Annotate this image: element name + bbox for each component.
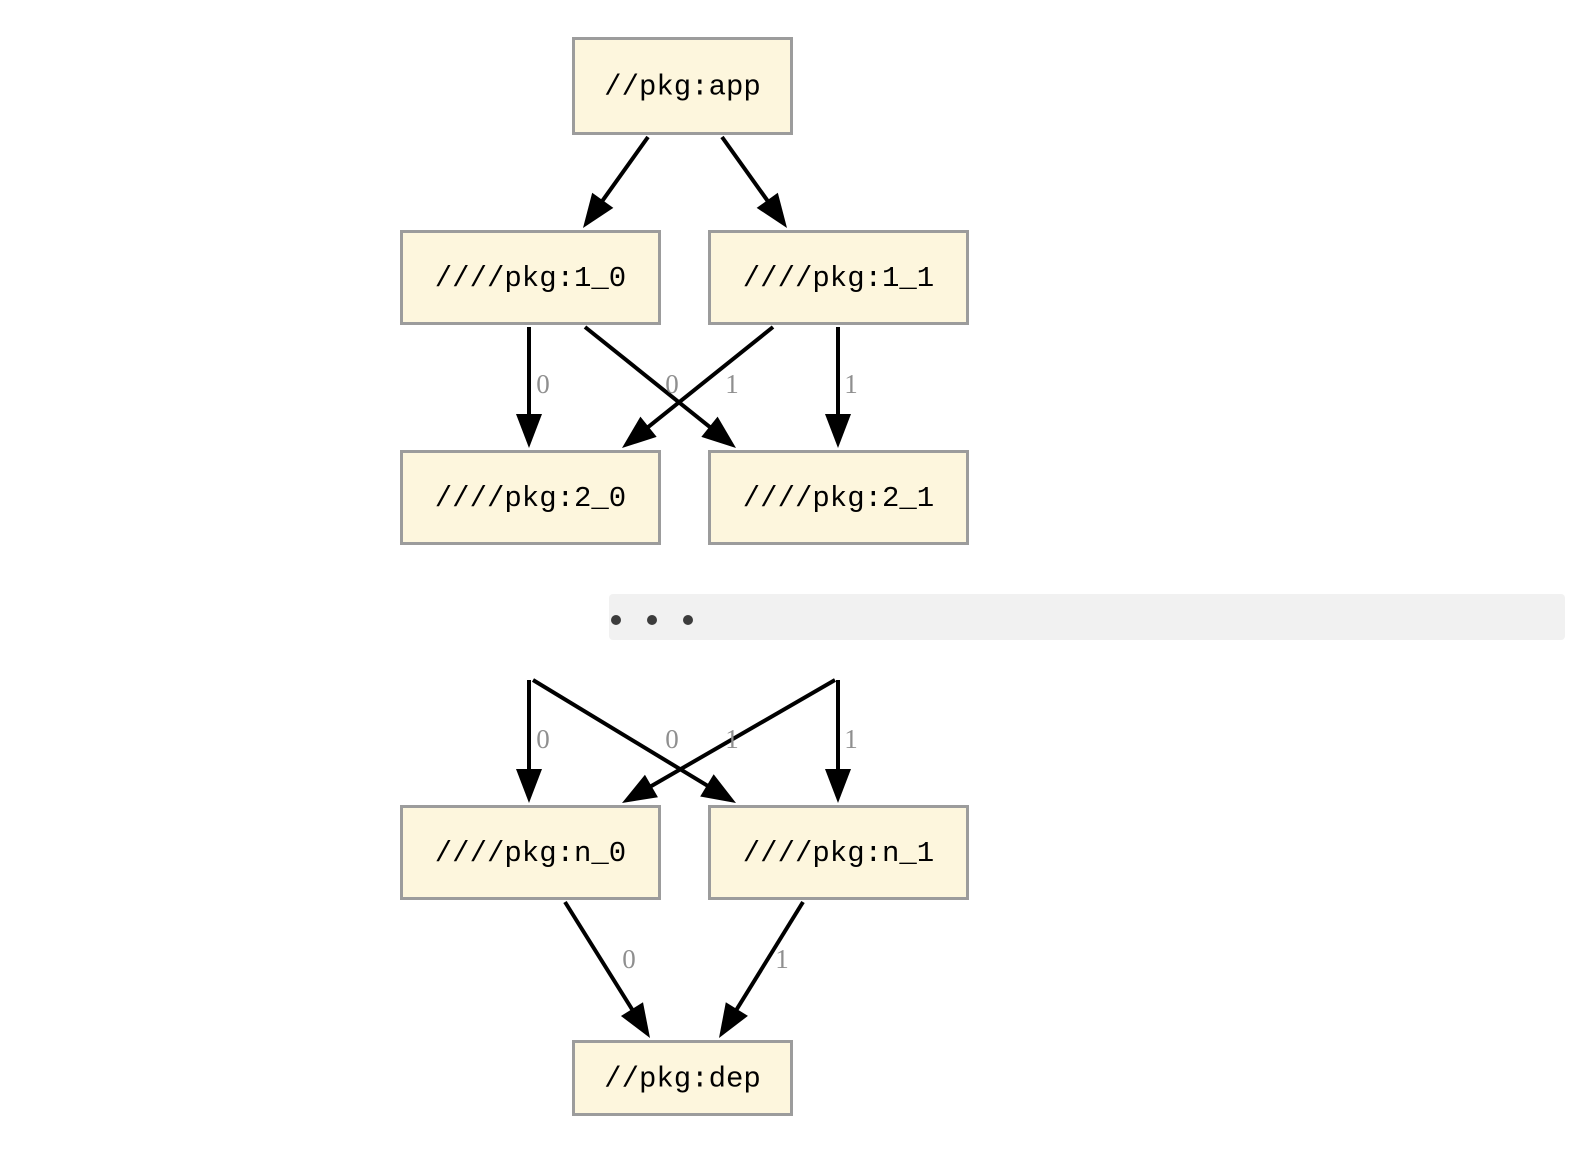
edge-arrowhead [825,769,851,803]
edge-arrowhead [516,769,542,803]
ellipsis-dot [611,615,621,625]
edge-arrowhead [756,192,787,228]
edge-label: 0 [665,724,679,754]
edge-arrowhead [700,774,736,803]
edge-label: 0 [536,724,550,754]
graph-node-dep[interactable]: //pkg:dep [572,1040,793,1116]
edge-arrowhead [701,416,736,448]
edge-label: 1 [844,369,858,399]
node-label: ////pkg:2_1 [743,482,934,515]
graph-node-l1_1[interactable]: ////pkg:1_1 [708,230,969,325]
edge-line [639,325,775,435]
edge-label: 1 [844,724,858,754]
edge-arrowhead [825,414,851,448]
node-box[interactable] [400,230,661,325]
graph-node-app[interactable]: //pkg:app [572,37,793,135]
edge-line [563,900,639,1019]
graph-node-l1_0[interactable]: ////pkg:1_0 [400,230,661,325]
node-label: ////pkg:2_0 [435,482,626,515]
edge-label: 0 [622,944,636,974]
node-box[interactable] [572,37,793,135]
ellipsis-separator-group [609,594,1565,640]
edge-label: 1 [775,944,789,974]
node-label: ////pkg:n_1 [743,837,934,870]
ellipsis-band [609,594,1565,640]
edge-line [720,135,775,210]
edge-arrowhead [620,1002,650,1038]
graph-node-l2_0[interactable]: ////pkg:2_0 [400,450,661,545]
graph-node-l2_1[interactable]: ////pkg:2_1 [708,450,969,545]
node-box[interactable] [400,450,661,545]
edge-line [642,678,837,793]
edge-label: 1 [725,724,739,754]
edge-line [595,135,650,210]
node-box[interactable] [572,1040,793,1116]
edge-arrowhead [622,774,658,803]
edge-arrowhead [622,416,657,448]
ellipsis-dot [683,615,693,625]
node-box[interactable] [708,805,969,900]
edge-label: 0 [536,369,550,399]
edge-arrowhead [583,192,614,228]
node-layer: //pkg:app ////pkg:1_0 ////pkg:1_1 ////pkg:2… [400,37,969,1116]
edge-label: 1 [725,369,739,399]
edge-line [531,678,717,793]
edge-arrowhead [719,1002,748,1038]
node-label: ////pkg:1_1 [743,262,934,295]
ellipsis-dot [647,615,657,625]
node-label: //pkg:app [604,71,761,104]
node-box[interactable] [708,450,969,545]
node-label: ////pkg:n_0 [435,837,626,870]
edge-layer [516,135,851,1038]
node-label: //pkg:dep [604,1063,761,1096]
edge-arrowhead [516,414,542,448]
edge-label: 0 [665,369,679,399]
edge-line [583,325,719,435]
node-box[interactable] [400,805,661,900]
node-label: ////pkg:1_0 [435,262,626,295]
graph-node-ln_1[interactable]: ////pkg:n_1 [708,805,969,900]
edge-label-layer: 0 1 0 1 0 1 0 1 0 1 [536,369,858,974]
node-box[interactable] [708,230,969,325]
graph-node-ln_0[interactable]: ////pkg:n_0 [400,805,661,900]
edge-line [730,900,805,1019]
